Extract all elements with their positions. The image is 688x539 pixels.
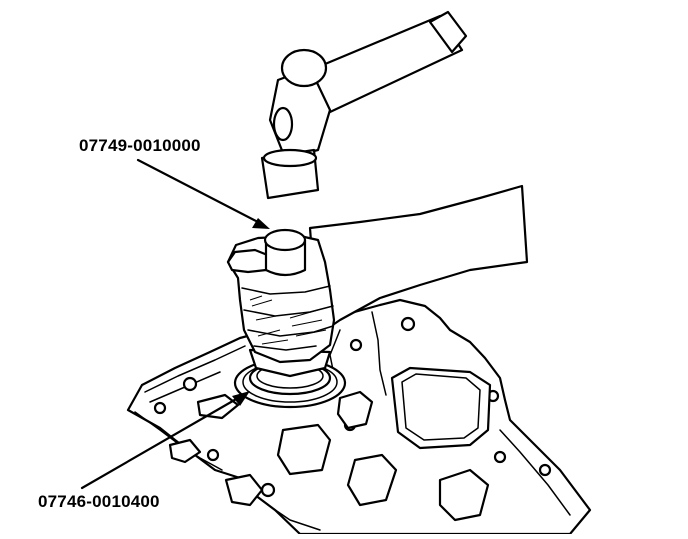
hammer [260,10,468,200]
leader-arrow-top [136,158,270,229]
part-number-label-attachment: 07746-0010400 [38,492,160,511]
part-number-label-driver: 07749-0010000 [79,136,201,155]
driver-handle [263,228,307,277]
transmission-housing [126,298,592,536]
leader-arrow-bottom [80,391,250,490]
